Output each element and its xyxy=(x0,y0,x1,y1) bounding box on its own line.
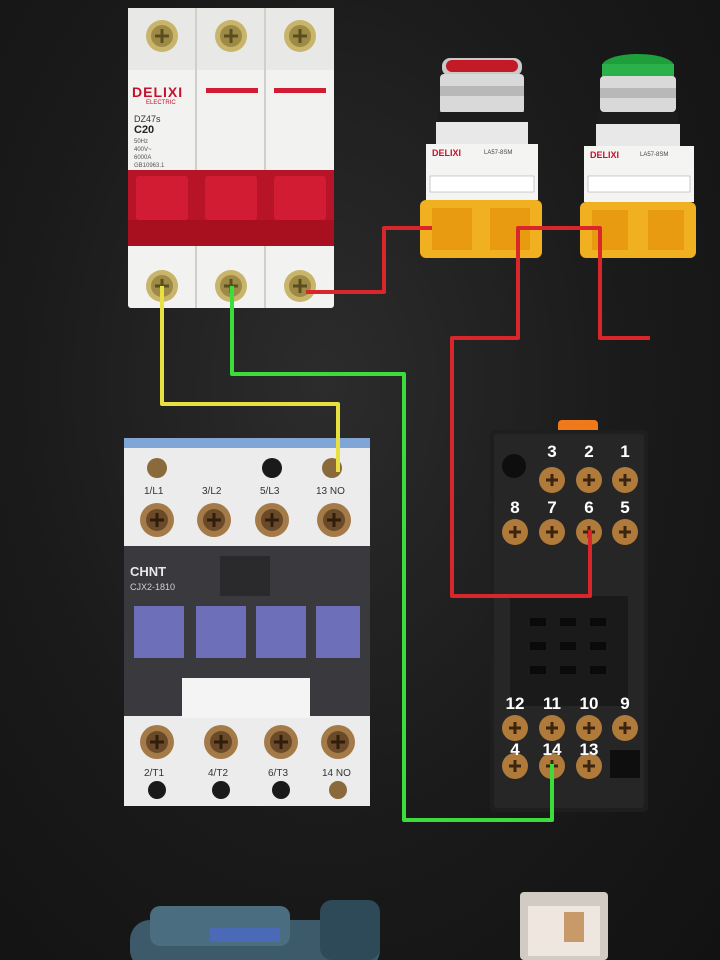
circuit-breaker: DELIXI ELECTRIC DZ47s C20 50Hz 400V~ 600… xyxy=(128,8,334,308)
start-button-model: LA57-8SM xyxy=(640,152,669,158)
breaker-rating: C20 xyxy=(134,124,155,136)
contactor-label-t1: 2/T1 xyxy=(144,768,165,779)
contactor-screw-l1 xyxy=(140,503,174,537)
stop-button-red[interactable]: DELIXI LA57-8SM xyxy=(412,56,542,262)
motor xyxy=(130,900,380,960)
relay-pin-4-label: 4 xyxy=(510,740,520,759)
contactor-label-t2: 4/T2 xyxy=(208,768,229,779)
breaker-spec-4: GB10963.1 xyxy=(134,163,165,169)
contactor-screw-t1 xyxy=(140,725,174,759)
breaker-brand-sub: ELECTRIC xyxy=(146,100,176,106)
breaker-top-screw-3 xyxy=(284,20,316,52)
ac-contactor: 1/L1 3/L2 5/L3 13 NO CHNT CJX2-1810 2/T1… xyxy=(124,438,370,806)
stop-button-model: LA57-8SM xyxy=(484,150,513,156)
relay-pin-5-label: 5 xyxy=(620,498,630,517)
breaker-brand: DELIXI xyxy=(132,84,184,100)
relay-pin-3-label: 3 xyxy=(547,442,557,461)
relay-pin-1-label: 1 xyxy=(620,442,630,461)
contactor-model: CJX2-1810 xyxy=(130,582,176,592)
contactor-screw-l2 xyxy=(197,503,231,537)
start-button-green[interactable]: DELIXI LA57-8SM xyxy=(578,52,698,262)
relay-pin-12-label: 12 xyxy=(505,694,525,713)
contactor-screw-14no xyxy=(321,725,355,759)
relay-unit xyxy=(518,888,610,960)
breaker-spec-1: 50Hz xyxy=(134,139,149,145)
relay-pin-6-label: 6 xyxy=(584,498,594,517)
wire-green xyxy=(230,286,554,822)
breaker-spec-3: 6000A xyxy=(134,155,152,161)
wire-red-breaker-to-stop xyxy=(306,226,432,294)
contactor-label-l3: 5/L3 xyxy=(260,486,280,497)
wire-yellow xyxy=(160,286,340,472)
breaker-top-screw-2 xyxy=(215,20,247,52)
contactor-label-14no: 14 NO xyxy=(322,768,351,779)
relay-pin-11-label: 11 xyxy=(543,694,561,713)
breaker-model: DZ47s xyxy=(134,114,161,124)
start-button-brand: DELIXI xyxy=(590,150,620,160)
contactor-label-t3: 6/T3 xyxy=(268,768,289,779)
breaker-spec-2: 400V~ xyxy=(134,147,152,153)
stop-button-brand: DELIXI xyxy=(432,148,462,158)
contactor-brand: CHNT xyxy=(130,564,167,579)
wire-red-stop-to-relay xyxy=(450,232,592,598)
breaker-body xyxy=(128,8,334,308)
contactor-screw-t3 xyxy=(264,725,298,759)
relay-pin-10-label: 10 xyxy=(579,694,599,713)
relay-socket-base: 3 2 1 8 7 6 5 12 11 10 9 4 14 13 xyxy=(490,420,648,812)
breaker-top-screw-1 xyxy=(146,20,178,52)
relay-pin-8-label: 8 xyxy=(510,498,520,517)
contactor-screw-13no xyxy=(317,503,351,537)
relay-pin-2-label: 2 xyxy=(584,442,594,461)
contactor-screw-t2 xyxy=(204,725,238,759)
contactor-screw-l3 xyxy=(255,503,289,537)
relay-pin-9-label: 9 xyxy=(620,694,630,713)
relay-pin-14-label: 14 xyxy=(542,740,562,759)
contactor-label-l2: 3/L2 xyxy=(202,486,222,497)
wire-red-stop-to-start xyxy=(516,226,650,340)
contactor-label-l1: 1/L1 xyxy=(144,486,164,497)
relay-pin-7-label: 7 xyxy=(547,498,557,517)
contactor-label-13no: 13 NO xyxy=(316,486,345,497)
relay-pin-13-label: 13 xyxy=(579,740,599,759)
